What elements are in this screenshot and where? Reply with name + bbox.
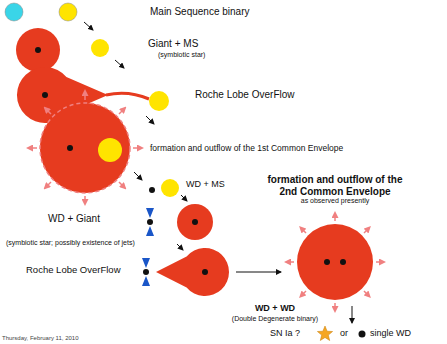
step-arrow [115, 60, 124, 68]
step-arrow [352, 306, 353, 323]
core-dot [324, 259, 330, 265]
ms-star [98, 138, 122, 162]
ms-star [59, 3, 77, 21]
stage-label: Roche Lobe OverFlow [26, 265, 121, 276]
core-dot [67, 145, 73, 151]
core-dot [42, 92, 48, 98]
giant-star [177, 204, 213, 240]
stage-label: WD + MS [186, 179, 225, 189]
common-envelope [297, 224, 373, 300]
stage-note: (symbiotic star) [158, 51, 205, 59]
core-dot [202, 269, 208, 275]
ms-star [5, 3, 23, 21]
stage-label: WD + Giant [48, 213, 100, 225]
ms-star [161, 179, 179, 197]
stage-note: as observed presently [301, 197, 369, 205]
stage-label: Giant + MS [148, 38, 198, 50]
stage-label: Main Sequence binary [150, 6, 250, 18]
step-arrow [236, 272, 281, 273]
outflow-arrows [28, 91, 142, 204]
stage-note: (symbiotic star; possibly existence of j… [6, 239, 135, 247]
core-dot [340, 259, 346, 265]
jets [142, 258, 150, 286]
ms-star [149, 91, 169, 111]
step-arrow [146, 116, 154, 124]
supernova-star [317, 326, 332, 341]
ms-star [91, 39, 109, 57]
step-arrow [181, 195, 187, 201]
white-dwarf [149, 187, 155, 193]
single-white-dwarf [359, 331, 366, 338]
outcome-label: or [340, 328, 348, 338]
outcome-label: SN Ia ? [270, 328, 300, 338]
jets [146, 208, 154, 236]
white-dwarf [143, 269, 149, 275]
core-dot [35, 47, 41, 53]
step-arrow [134, 172, 142, 180]
date-stamp: Thursday, February 11, 2010 [2, 335, 79, 342]
mass-stream [106, 93, 149, 99]
core-dot [192, 219, 198, 225]
stage-heading: formation and outflow of the 2nd Common … [265, 174, 405, 197]
step-arrow [84, 22, 93, 30]
outcome-label: single WD [370, 328, 411, 338]
stage-label: Roche Lobe OverFlow [195, 89, 295, 101]
step-arrow [177, 244, 183, 250]
stage-label: WD + WD [255, 303, 295, 313]
outflow-arrows [286, 213, 384, 311]
stage-note: (Double Degenerate binary) [232, 315, 318, 323]
giant-star [16, 28, 60, 72]
stage-label: formation and outflow of the 1st Common … [150, 144, 343, 154]
common-envelope [40, 103, 130, 193]
roche-lobe-giant [156, 248, 229, 296]
white-dwarf [147, 219, 153, 225]
